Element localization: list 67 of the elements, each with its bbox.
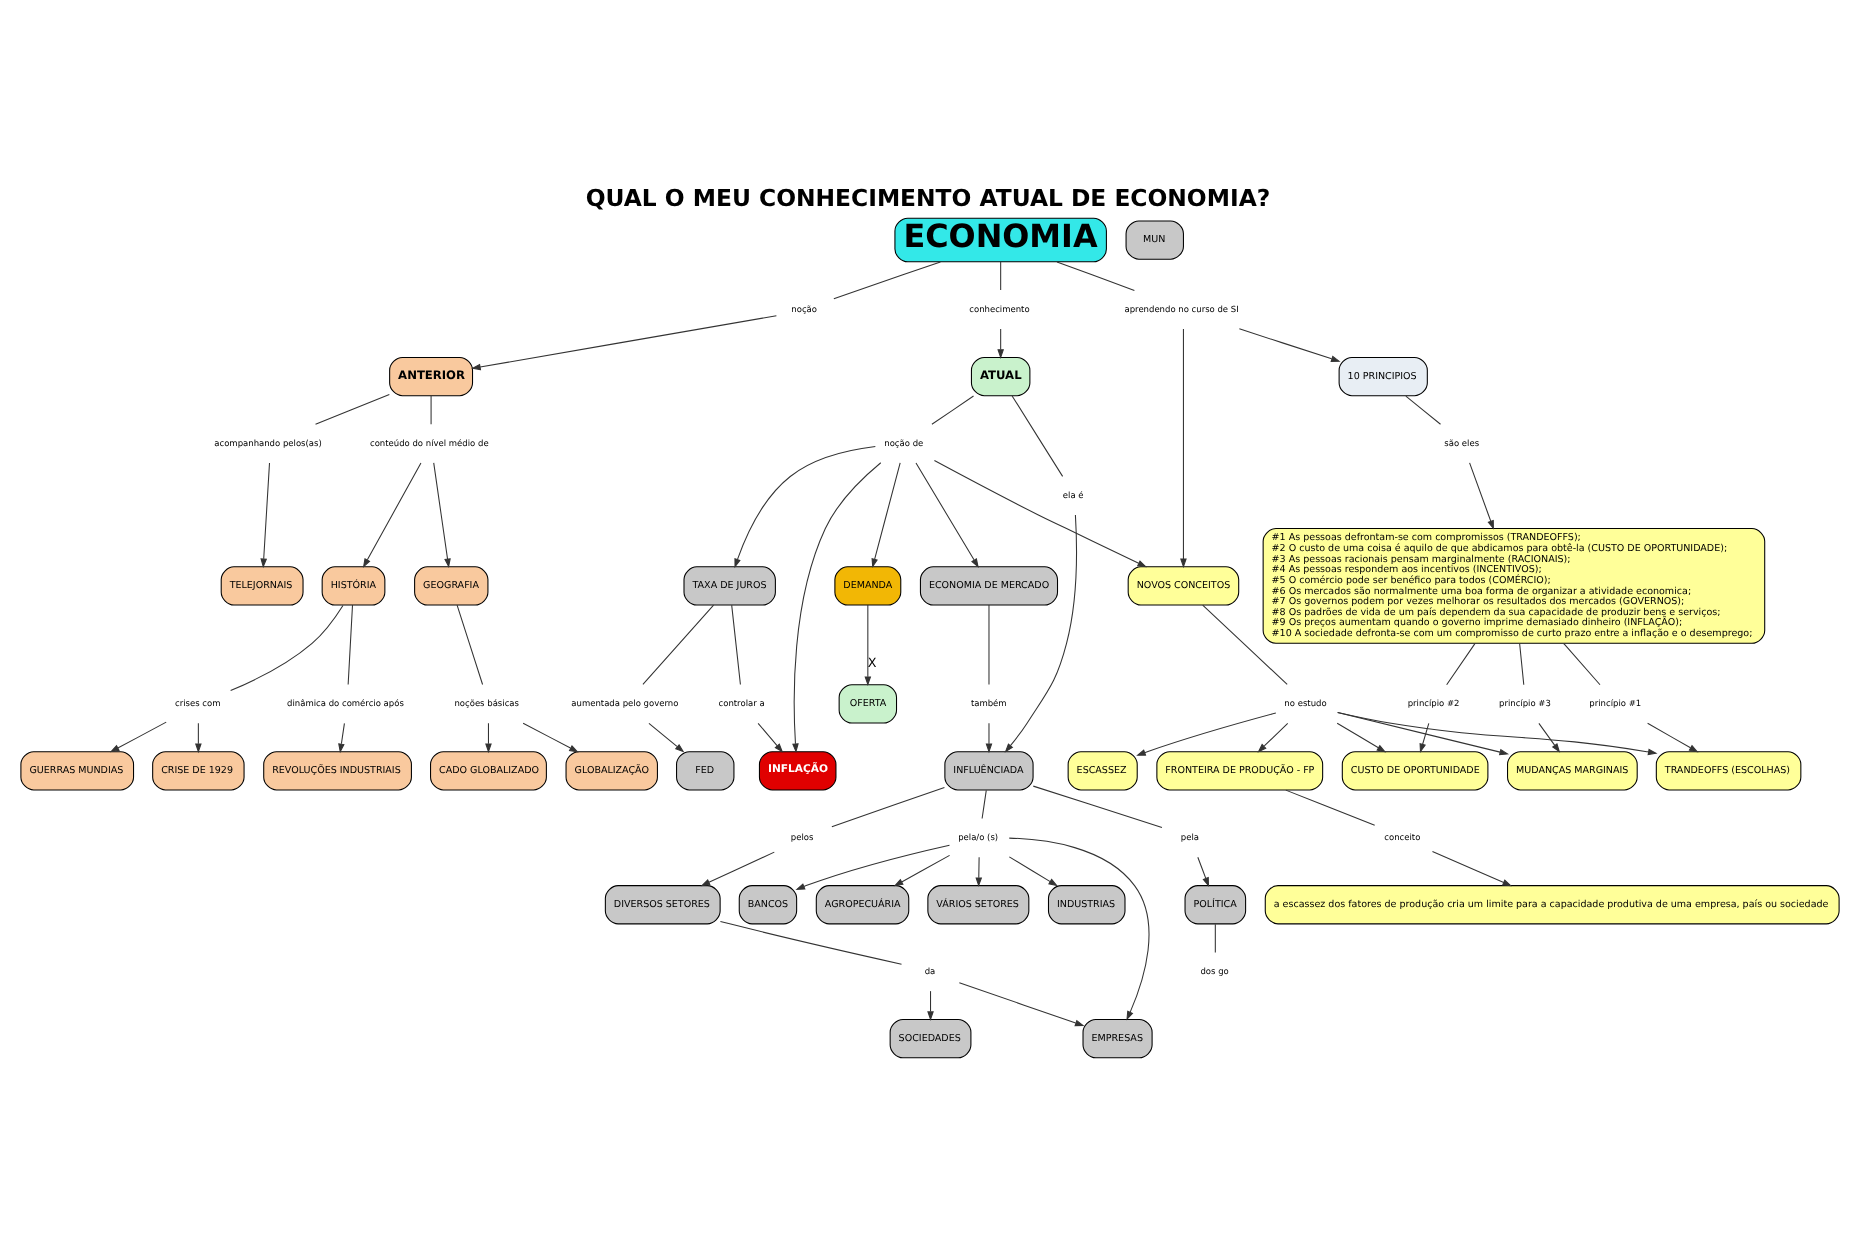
connector: [1285, 788, 1376, 825]
connector: [833, 260, 941, 299]
connector: [315, 393, 390, 424]
arrow: [1180, 327, 1187, 568]
connector: [347, 603, 354, 684]
arrow: [485, 721, 492, 753]
arrow: [927, 989, 934, 1020]
connector: [1056, 260, 1135, 290]
arrow: [958, 981, 1085, 1026]
arrow: [1238, 327, 1341, 361]
arrow: [997, 327, 1004, 358]
connector: [719, 919, 903, 964]
arrow: [1004, 513, 1077, 752]
diagram-title: QUAL O MEU CONHECIMENTO ATUAL DE ECONOMIA?: [585, 183, 1271, 212]
arrow: [795, 843, 950, 889]
connector: [1405, 394, 1442, 424]
arrow: [1538, 721, 1561, 752]
arrow: [985, 721, 993, 753]
connector: [831, 785, 945, 827]
arrow: [1419, 721, 1430, 753]
arrow: [915, 461, 979, 567]
arrow: [362, 461, 422, 567]
arrow: [734, 445, 876, 568]
arrow: [338, 721, 345, 753]
arrow: [109, 720, 167, 752]
arrow: [1008, 836, 1150, 1020]
arrow: [757, 721, 784, 752]
arrow: [1336, 721, 1387, 752]
arrow: [893, 853, 951, 886]
arrow: [1136, 711, 1277, 755]
arrow: [700, 850, 775, 886]
connector: [1519, 642, 1525, 685]
arrow: [864, 603, 872, 686]
connector: [981, 788, 987, 818]
connector: [1032, 784, 1163, 827]
arrow: [433, 461, 451, 568]
arrow: [195, 721, 202, 753]
arrow: [1337, 711, 1509, 755]
connector: [456, 603, 484, 684]
arrow: [792, 461, 882, 753]
connector: [988, 603, 990, 684]
arrow: [1008, 855, 1058, 886]
arrow: [471, 314, 777, 370]
arrow: [871, 461, 901, 568]
arrow: [1431, 849, 1513, 886]
arrow: [260, 461, 271, 568]
arrow: [1337, 710, 1658, 755]
arrow: [1469, 461, 1494, 529]
arrow: [648, 721, 685, 752]
arrow: [975, 855, 983, 887]
connector: [1000, 260, 1002, 290]
connector: [1446, 642, 1476, 685]
connector: [1011, 394, 1064, 476]
connector: [931, 394, 975, 424]
arrow: [933, 459, 1147, 567]
arrow: [1197, 855, 1209, 886]
connector: [731, 603, 741, 684]
connector: [1202, 603, 1288, 684]
arrow: [1257, 721, 1289, 752]
connector: [1214, 922, 1216, 952]
connector: [642, 603, 715, 684]
arrow: [1647, 721, 1699, 752]
connector: [430, 394, 432, 424]
connector: [230, 603, 344, 691]
arrow: [522, 721, 579, 752]
node-box: ECONOMIA: [894, 216, 1107, 262]
connector: [1563, 642, 1601, 685]
